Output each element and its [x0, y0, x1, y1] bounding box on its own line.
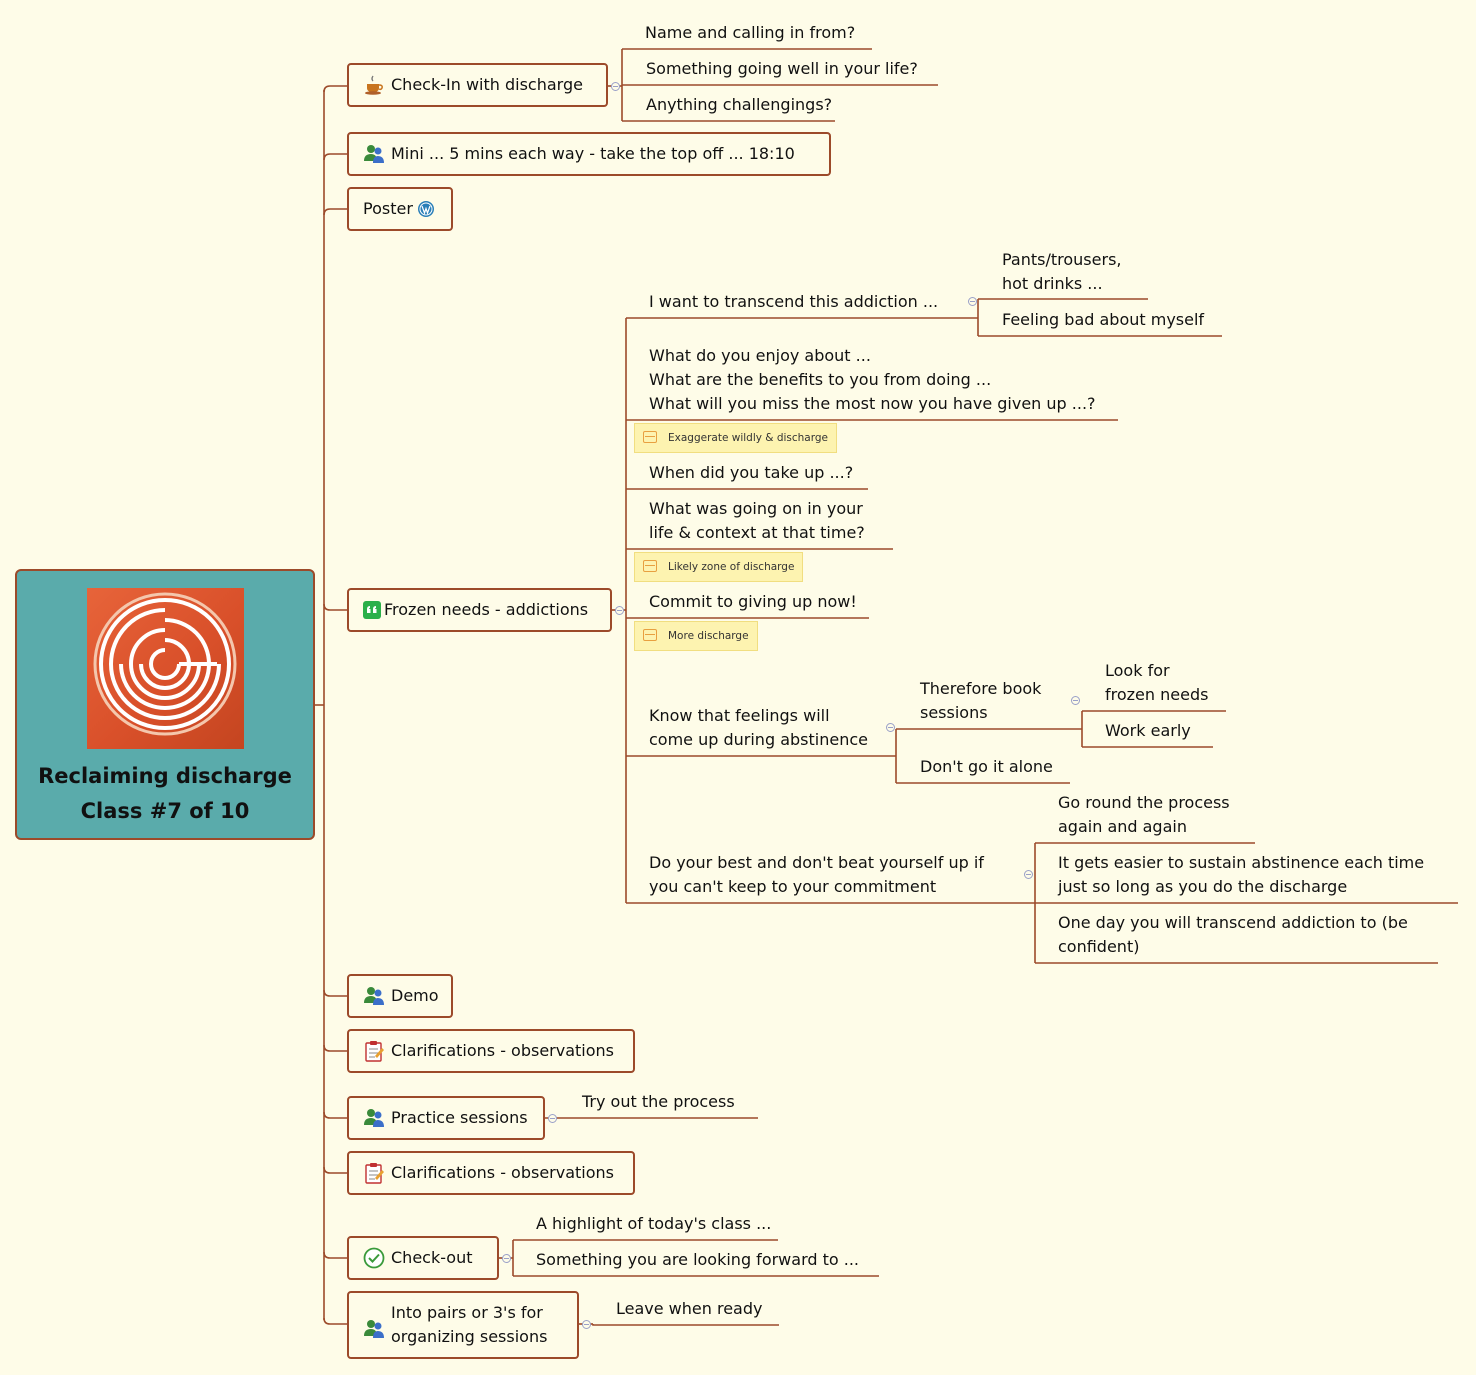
collapse-toggle[interactable]	[615, 606, 624, 615]
topic-label: Frozen needs - addictions	[384, 600, 589, 619]
subtopic[interactable]: Don't go it alone	[920, 757, 1053, 776]
subtopic[interactable]: It gets easier to sustain abstinence eac…	[1058, 853, 1425, 872]
central-title-line: Reclaiming discharge	[38, 764, 292, 788]
subtopic[interactable]: Feeling bad about myself	[1002, 310, 1205, 329]
topic-check-out[interactable]: Check-out	[347, 1236, 499, 1280]
collapse-toggle[interactable]	[582, 1320, 591, 1329]
subtopic[interactable]: Anything challengings?	[646, 95, 833, 114]
topic-clarifications[interactable]: Clarifications - observations	[347, 1151, 635, 1195]
topic-label: Check-out	[391, 1248, 473, 1267]
note-text: Exaggerate wildly & discharge	[668, 432, 828, 444]
topic-label-group: Into pairs or 3's for organizing session…	[391, 1301, 547, 1349]
subtopic[interactable]: What will you miss the most now you have…	[649, 394, 1096, 413]
collapse-toggle[interactable]	[968, 297, 977, 306]
collapse-toggle[interactable]	[886, 723, 895, 732]
topic-clarifications[interactable]: Clarifications - observations	[347, 1029, 635, 1073]
central-topic[interactable]: Reclaiming discharge Class #7 of 10	[15, 569, 315, 840]
note-exaggerate[interactable]: Exaggerate wildly & discharge	[634, 423, 837, 453]
collapse-toggle[interactable]	[1071, 696, 1080, 705]
collapse-toggle[interactable]	[548, 1114, 557, 1123]
topic-label: Check-In with discharge	[391, 75, 583, 94]
subtopic[interactable]: What are the benefits to you from doing …	[649, 370, 992, 389]
topic-frozen-needs[interactable]: Frozen needs - addictions	[347, 588, 612, 632]
subtopic[interactable]: Therefore book	[920, 679, 1042, 698]
subtopic[interactable]: Pants/trousers,	[1002, 250, 1122, 269]
central-title-line: Class #7 of 10	[80, 799, 250, 823]
people-icon	[363, 1318, 385, 1340]
subtopic[interactable]: Know that feelings will	[649, 706, 830, 725]
topic-label: organizing sessions	[391, 1327, 548, 1346]
labyrinth-image	[87, 588, 244, 749]
subtopic[interactable]: Try out the process	[582, 1092, 735, 1111]
collapse-toggle[interactable]	[611, 82, 620, 91]
collapse-toggle[interactable]	[1024, 870, 1033, 879]
topic-demo[interactable]: Demo	[347, 974, 453, 1018]
subtopic[interactable]: come up during abstinence	[649, 730, 868, 749]
subtopic[interactable]: confident)	[1058, 937, 1140, 956]
subtopic[interactable]: Leave when ready	[616, 1299, 763, 1318]
subtopic[interactable]: Something going well in your life?	[646, 59, 918, 78]
topic-check-in[interactable]: Check-In with discharge	[347, 63, 608, 107]
note-icon	[643, 629, 657, 641]
note-icon	[643, 431, 657, 443]
subtopic[interactable]: Work early	[1105, 721, 1191, 740]
subtopic[interactable]: One day you will transcend addiction to …	[1058, 913, 1408, 932]
coffee-cup-icon	[363, 74, 385, 96]
subtopic[interactable]: just so long as you do the discharge	[1058, 877, 1348, 896]
topic-label: Clarifications - observations	[391, 1041, 615, 1060]
subtopic[interactable]: hot drinks ...	[1002, 274, 1103, 293]
subtopic[interactable]: I want to transcend this addiction ...	[649, 292, 939, 311]
central-title: Reclaiming discharge Class #7 of 10	[17, 759, 313, 829]
subtopic[interactable]: What was going on in your	[649, 499, 863, 518]
topic-label: Into pairs or 3's for	[391, 1303, 543, 1322]
subtopic[interactable]: Look for	[1105, 661, 1170, 680]
subtopic[interactable]: Do your best and don't beat yourself up …	[649, 853, 984, 872]
subtopic[interactable]: sessions	[920, 703, 988, 722]
note-text: Likely zone of discharge	[668, 561, 795, 573]
quote-icon	[363, 601, 381, 619]
note-more-discharge[interactable]: More discharge	[634, 621, 758, 651]
subtopic[interactable]: you can't keep to your commitment	[649, 877, 937, 896]
clipboard-icon	[363, 1162, 385, 1184]
clipboard-icon	[363, 1040, 385, 1062]
note-text: More discharge	[668, 630, 749, 642]
topic-practice-sessions[interactable]: Practice sessions	[347, 1096, 545, 1140]
note-likely-zone[interactable]: Likely zone of discharge	[634, 552, 804, 582]
subtopic[interactable]: What do you enjoy about ...	[649, 346, 871, 365]
check-circle-icon	[363, 1247, 385, 1269]
topic-label: Clarifications - observations	[391, 1163, 615, 1182]
topic-label: Mini ... 5 mins each way - take the top …	[391, 144, 795, 163]
topic-label: Demo	[391, 986, 439, 1005]
subtopic[interactable]: Commit to giving up now!	[649, 592, 857, 611]
collapse-toggle[interactable]	[502, 1254, 511, 1263]
people-icon	[363, 143, 385, 165]
note-icon	[643, 560, 657, 572]
people-icon	[363, 985, 385, 1007]
subtopic[interactable]: Something you are looking forward to ...	[536, 1250, 860, 1269]
subtopic[interactable]: again and again	[1058, 817, 1187, 836]
subtopic[interactable]: Name and calling in from?	[645, 23, 856, 42]
subtopic[interactable]: When did you take up ...?	[649, 463, 854, 482]
topic-poster[interactable]: Poster	[347, 187, 453, 231]
wordpress-icon[interactable]	[417, 200, 435, 218]
subtopic[interactable]: frozen needs	[1105, 685, 1209, 704]
subtopic[interactable]: life & context at that time?	[649, 523, 865, 542]
topic-label: Poster	[363, 199, 413, 218]
people-icon	[363, 1107, 385, 1129]
subtopic[interactable]: Go round the process	[1058, 793, 1230, 812]
topic-pairs[interactable]: Into pairs or 3's for organizing session…	[347, 1291, 579, 1359]
topic-label: Practice sessions	[391, 1108, 528, 1127]
subtopic[interactable]: A highlight of today's class ...	[536, 1214, 772, 1233]
topic-mini[interactable]: Mini ... 5 mins each way - take the top …	[347, 132, 831, 176]
